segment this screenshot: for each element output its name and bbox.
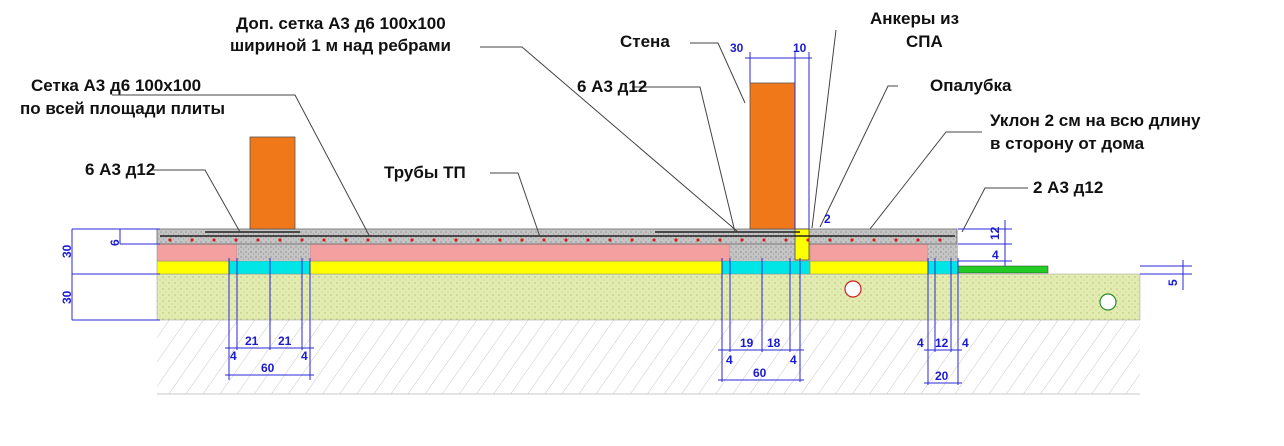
dim-rib1-a: 21 (245, 334, 259, 348)
rebar-dot (322, 238, 326, 242)
rebar-dot (476, 238, 480, 242)
dim-wall-width: 30 (730, 41, 744, 55)
dim-slope-drop: 5 (1166, 279, 1180, 286)
rebar-dot (894, 238, 898, 242)
label-mesh-extra-line2: шириной 1 м над ребрами (230, 36, 451, 55)
rebar-dot (542, 238, 546, 242)
dim-rib1-total: 60 (261, 361, 275, 375)
rib-zone-3 (927, 260, 959, 275)
rebar-dot (256, 238, 260, 242)
label-slope-line1: Уклон 2 см на всю длину (990, 111, 1201, 130)
rebar-dot (630, 238, 634, 242)
dim-rib2-a: 19 (740, 336, 754, 350)
insulation-pink-1 (156, 243, 238, 262)
concrete-rib-1 (237, 244, 310, 261)
rebar-dot (784, 238, 788, 242)
label-mesh-main-line1: Сетка А3 д6 100х100 (31, 76, 201, 95)
label-rebar-mid: 6 А3 д12 (577, 77, 647, 96)
dim-edge-top: 12 (988, 226, 1002, 240)
concrete-rib-2 (730, 244, 810, 261)
dim-rib2-d: 4 (790, 353, 797, 367)
dimension-lines (71, 52, 1192, 385)
insulation-yellow-left (156, 260, 230, 275)
wall-left (249, 136, 296, 230)
rebar-dot (564, 238, 568, 242)
dim-left-mesh: 6 (108, 239, 122, 246)
rebar-dot (652, 238, 656, 242)
dim-rib3-a: 4 (917, 336, 924, 350)
label-mesh-main-line2: по всей площади плиты (20, 99, 225, 118)
rebar-dot (498, 238, 502, 242)
rebar-dot (454, 238, 458, 242)
dim-step: 2 (824, 212, 831, 226)
wall-right (749, 82, 796, 230)
rebar-dot (586, 238, 590, 242)
dim-rib1-d: 4 (301, 349, 308, 363)
grass-strip (957, 265, 1049, 274)
rebar-lines (160, 231, 955, 237)
rebar-dot (168, 238, 172, 242)
rebar-dot (938, 238, 942, 242)
drain-pipe-left (844, 280, 862, 298)
dim-gap-width: 10 (793, 41, 807, 55)
label-anchors-line1: Анкеры из (870, 9, 959, 28)
label-rebar-right: 2 А3 д12 (1033, 178, 1103, 197)
dim-rib3-c: 4 (962, 336, 969, 350)
dim-left-total: 30 (60, 244, 74, 258)
label-pipes: Трубы ТП (384, 163, 466, 182)
dim-rib2-total: 60 (753, 366, 767, 380)
rebar-dot (344, 238, 348, 242)
label-rebar-left: 6 А3 д12 (85, 160, 155, 179)
rebar-dot (916, 238, 920, 242)
dim-left-bottom: 30 (60, 290, 74, 304)
rebar-dot (718, 238, 722, 242)
label-mesh-extra-line1: Доп. сетка А3 д6 100х100 (236, 14, 446, 33)
rebar-dot (520, 238, 524, 242)
concrete-rib-3 (928, 244, 958, 261)
dim-rib1-b: 21 (278, 334, 292, 348)
dim-rib2-c: 4 (726, 353, 733, 367)
rebar-dot (278, 238, 282, 242)
rebar-dot (762, 238, 766, 242)
label-wall: Стена (620, 32, 670, 51)
rebar-dots (168, 238, 942, 242)
earth-hatch (157, 320, 1140, 394)
rebar-dot (300, 238, 304, 242)
label-formwork: Опалубка (930, 76, 1012, 95)
rebar-dot (388, 238, 392, 242)
rebar-dot (740, 238, 744, 242)
rebar-dot (850, 238, 854, 242)
drain-pipe-right (1099, 293, 1117, 311)
rebar-dot (212, 238, 216, 242)
rebar-dot (190, 238, 194, 242)
dim-rib1-c: 4 (230, 349, 237, 363)
dim-rib2-b: 18 (767, 336, 781, 350)
dim-rib3-total: 20 (935, 369, 949, 383)
rebar-dot (366, 238, 370, 242)
rib-zone-2 (721, 260, 811, 275)
rebar-dot (806, 238, 810, 242)
rebar-dot (828, 238, 832, 242)
dim-edge-mid: 4 (992, 248, 999, 262)
rebar-dot (696, 238, 700, 242)
insulation-yellow-right (809, 260, 929, 275)
insulation-pink-3 (809, 243, 929, 262)
formwork-edge (794, 228, 810, 261)
rebar-dot (234, 238, 238, 242)
soil-layer (156, 273, 1141, 321)
rebar-dot (872, 238, 876, 242)
rebar-dot (410, 238, 414, 242)
rebar-dot (608, 238, 612, 242)
rebar-dot (432, 238, 436, 242)
label-anchors-line2: СПА (906, 32, 943, 51)
insulation-yellow-mid (309, 260, 723, 275)
rebar-dot (674, 238, 678, 242)
label-slope-line2: в сторону от дома (990, 134, 1145, 153)
insulation-pink-2 (309, 243, 731, 262)
dim-rib3-b: 12 (935, 336, 949, 350)
leader-lines (112, 29, 1028, 238)
